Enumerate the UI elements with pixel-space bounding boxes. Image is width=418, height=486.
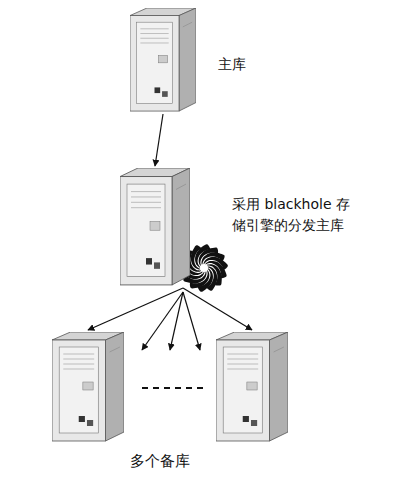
server-node: 采用 blackhole 存储引擎的分发主库 (120, 168, 190, 286)
fan-arrow (183, 292, 200, 350)
ellipsis-dashes (142, 387, 204, 389)
server-icon (120, 168, 190, 286)
arrow-connector (183, 288, 252, 330)
server-icon (52, 332, 124, 442)
server-node: 主库 (130, 8, 196, 112)
server-label: 采用 blackhole 存储引擎的分发主库 (232, 194, 357, 236)
fan-arrow (170, 292, 183, 350)
server-icon (216, 332, 288, 442)
swirl-blade (207, 267, 217, 291)
server-label: 主库 (218, 54, 278, 75)
server-node (216, 332, 288, 442)
arrow-connector (155, 114, 163, 166)
fan-arrow (142, 292, 183, 350)
server-node (52, 332, 124, 442)
server-icon (130, 8, 196, 112)
group-label: 多个备库 (130, 452, 190, 471)
fan-arrows (142, 292, 200, 350)
arrow-connector (88, 288, 183, 330)
group-label-text: 多个备库 (130, 452, 190, 470)
swirl-eye (200, 264, 208, 272)
